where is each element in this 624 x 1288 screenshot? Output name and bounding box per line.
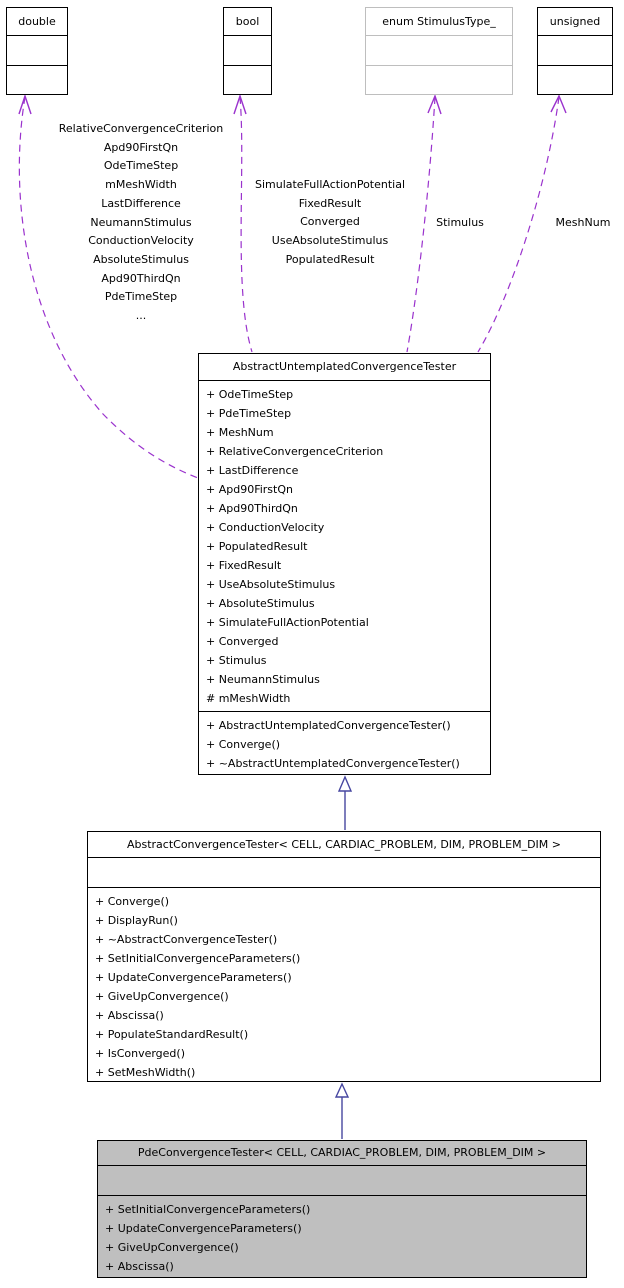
class-box-abstract-convergence-tester[interactable]: AbstractConvergenceTester< CELL, CARDIAC… <box>87 831 601 1082</box>
type-box-unsigned[interactable]: unsigned <box>537 7 613 95</box>
edge-label-item: ConductionVelocity <box>88 234 194 248</box>
class-attribute: + UseAbsoluteStimulus <box>206 578 336 591</box>
edge-label-item: NeumannStimulus <box>90 215 192 229</box>
type-box-enum-attrs <box>366 36 512 66</box>
edge-label-item: PdeTimeStep <box>104 290 178 304</box>
class-method: + AbstractUntemplatedConvergenceTester() <box>206 719 451 732</box>
arrowhead-unsigned <box>550 94 567 114</box>
class-attribute: + SimulateFullActionPotential <box>206 616 369 629</box>
class-method: + Abscissa() <box>105 1260 174 1273</box>
arrowhead-double <box>18 93 32 115</box>
type-box-unsigned-label: unsigned <box>538 8 612 36</box>
edge-label-item: ... <box>135 309 147 323</box>
usage-edge-double <box>18 96 199 479</box>
usage-edge-enum <box>406 96 436 353</box>
class-methods: + AbstractUntemplatedConvergenceTester()… <box>199 712 490 775</box>
class-attribute: + PdeTimeStep <box>206 407 292 420</box>
type-box-enum-stimulustype: enum StimulusType_ <box>365 7 513 95</box>
class-title: AbstractConvergenceTester< CELL, CARDIAC… <box>88 832 600 858</box>
class-attribute: + RelativeConvergenceCriterion <box>206 445 384 458</box>
class-method: + SetMeshWidth() <box>95 1066 196 1079</box>
class-attribute: + AbsoluteStimulus <box>206 597 315 610</box>
class-attribute: # mMeshWidth <box>206 692 291 705</box>
edge-label-stimulus: Stimulus <box>436 216 484 229</box>
class-attribute: + LastDifference <box>206 464 299 477</box>
class-method: + IsConverged() <box>95 1047 185 1060</box>
edge-label-item: Apd90FirstQn <box>103 140 179 154</box>
class-attribute: + OdeTimeStep <box>206 388 294 401</box>
class-method: + SetInitialConvergenceParameters() <box>105 1203 311 1216</box>
edge-label-meshnum: MeshNum <box>555 216 611 229</box>
arrowhead-enum <box>427 93 442 115</box>
class-title: PdeConvergenceTester< CELL, CARDIAC_PROB… <box>98 1141 586 1166</box>
class-method: + Converge() <box>95 895 170 908</box>
class-attribute: + NeumannStimulus <box>206 673 320 686</box>
class-method: + ~AbstractConvergenceTester() <box>95 933 278 946</box>
type-box-bool[interactable]: bool <box>223 7 272 95</box>
class-method: + DisplayRun() <box>95 914 178 927</box>
usage-edges <box>18 96 560 479</box>
class-attribute: + Stimulus <box>206 654 267 667</box>
class-attributes: + OdeTimeStep + PdeTimeStep + MeshNum + Rel… <box>199 381 490 712</box>
inheritance-arrowhead-2 <box>334 1082 350 1098</box>
edge-label-item: mMeshWidth <box>105 178 177 192</box>
type-box-double[interactable]: double <box>6 7 68 95</box>
class-method: + UpdateConvergenceParameters() <box>95 971 292 984</box>
usage-edge-unsigned <box>477 96 560 353</box>
class-title: AbstractUntemplatedConvergenceTester <box>199 354 490 381</box>
type-box-enum-methods <box>366 66 512 94</box>
type-box-bool-label: bool <box>224 8 271 36</box>
class-box-abstract-untemplated-convergence-tester[interactable]: AbstractUntemplatedConvergenceTester + O… <box>198 353 491 775</box>
edge-label-item: PopulatedResult <box>285 252 375 266</box>
edge-label-item: Converged <box>300 215 360 229</box>
inheritance-edges <box>334 775 353 1139</box>
type-box-bool-attrs <box>224 36 271 66</box>
class-method: + GiveUpConvergence() <box>105 1241 239 1254</box>
arrowhead-bool <box>233 93 247 115</box>
edge-label-item: LastDifference <box>101 196 181 210</box>
type-box-enum-label: enum StimulusType_ <box>366 8 512 36</box>
type-box-double-methods <box>7 66 67 94</box>
class-attribute: + FixedResult <box>206 559 282 572</box>
class-attribute: + MeshNum <box>206 426 274 439</box>
class-attribute: + Converged <box>206 635 279 648</box>
usage-arrowheads <box>18 93 567 115</box>
class-method: + PopulateStandardResult() <box>95 1028 249 1041</box>
class-attribute: + ConductionVelocity <box>206 521 325 534</box>
edge-label-item: UseAbsoluteStimulus <box>271 234 389 248</box>
class-methods: + SetInitialConvergenceParameters() + Upd… <box>98 1196 586 1277</box>
class-box-pde-convergence-tester: PdeConvergenceTester< CELL, CARDIAC_PROB… <box>97 1140 587 1278</box>
type-box-unsigned-attrs <box>538 36 612 66</box>
class-method: + Converge() <box>206 738 281 751</box>
edge-label-item: SimulateFullActionPotential <box>254 178 406 191</box>
inheritance-arrowhead-1 <box>337 775 353 792</box>
class-method: + GiveUpConvergence() <box>95 990 229 1003</box>
type-box-double-label: double <box>7 8 67 36</box>
class-attribute: + Apd90FirstQn <box>206 483 293 496</box>
class-method: + SetInitialConvergenceParameters() <box>95 952 301 965</box>
usage-edge-bool <box>239 96 253 353</box>
class-method: + ~AbstractUntemplatedConvergenceTester(… <box>206 757 460 770</box>
class-attribute: + PopulatedResult <box>206 540 308 553</box>
class-attributes-empty <box>88 858 600 888</box>
edge-label-item: AbsoluteStimulus <box>93 252 189 266</box>
edge-label-item: FixedResult <box>298 196 362 210</box>
class-methods: + Converge() + DisplayRun() + ~AbstractCon… <box>88 888 600 1081</box>
class-attribute: + Apd90ThirdQn <box>206 502 298 515</box>
class-method: + UpdateConvergenceParameters() <box>105 1222 302 1235</box>
class-method: + Abscissa() <box>95 1009 164 1022</box>
type-box-unsigned-methods <box>538 66 612 94</box>
edge-label-item: OdeTimeStep <box>103 159 179 173</box>
type-box-double-attrs <box>7 36 67 66</box>
type-box-bool-methods <box>224 66 271 94</box>
edge-label-item: RelativeConvergenceCriterion <box>58 122 224 135</box>
edge-label-item: Apd90ThirdQn <box>101 271 181 285</box>
class-attributes-empty <box>98 1166 586 1196</box>
